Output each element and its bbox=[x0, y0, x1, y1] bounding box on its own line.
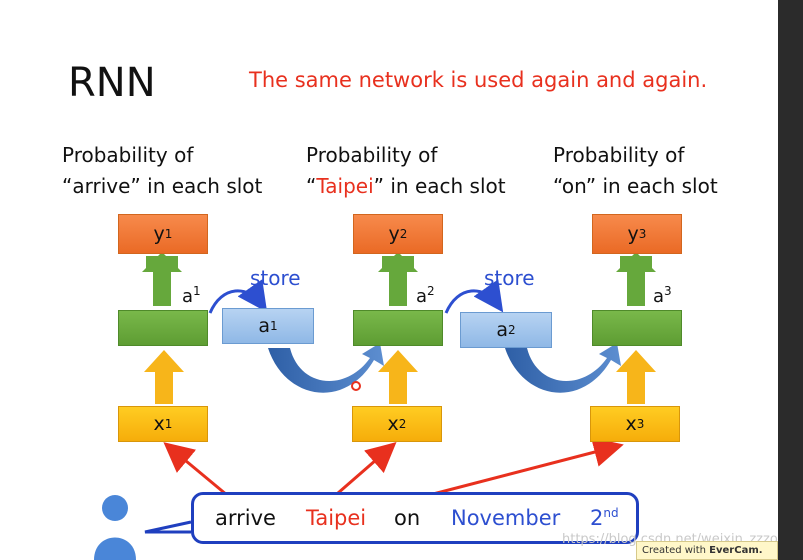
store-arrow-2 bbox=[444, 279, 504, 314]
hidden-box-1 bbox=[118, 310, 208, 346]
user-icon bbox=[94, 495, 136, 560]
diagram-arrows bbox=[94, 252, 656, 560]
sentence-bubble bbox=[191, 492, 639, 544]
activation-label-2: a2 bbox=[416, 284, 435, 307]
store-label-2: store bbox=[484, 266, 535, 290]
recurrent-arrow-1 bbox=[268, 343, 384, 393]
cursor-dot bbox=[351, 381, 361, 391]
slide-title: RNN bbox=[68, 60, 156, 106]
recurrent-arrow-2 bbox=[505, 343, 621, 393]
window-edge bbox=[778, 0, 803, 560]
word-arrive: arrive bbox=[215, 506, 276, 530]
red-arrow-taipei-x2 bbox=[329, 442, 397, 502]
store-arrow-1 bbox=[208, 279, 268, 314]
word-taipei: Taipei bbox=[306, 506, 367, 530]
store-label-1: store bbox=[250, 266, 301, 290]
prob-caption-3: Probability of “on” in each slot bbox=[553, 143, 718, 198]
red-arrow-on-x3 bbox=[409, 437, 624, 502]
activation-label-3: a3 bbox=[653, 284, 672, 307]
word-on: on bbox=[394, 506, 421, 530]
word-2nd: 2nd bbox=[590, 506, 619, 530]
up-arrow-x2-h2 bbox=[378, 350, 418, 404]
hidden-box-3 bbox=[592, 310, 682, 346]
hidden-box-2 bbox=[353, 310, 443, 346]
prob-caption-2: Probability of “Taipei” in each slot bbox=[306, 143, 506, 198]
prob-caption-1: Probability of “arrive” in each slot bbox=[62, 143, 263, 198]
red-arrow-arrive-x1 bbox=[163, 442, 234, 502]
speech-tail bbox=[144, 520, 192, 534]
activation-label-1: a1 bbox=[182, 284, 201, 307]
up-arrow-x3-h3 bbox=[616, 350, 656, 404]
slide-subtitle: The same network is used again and again… bbox=[249, 68, 708, 92]
slide: RNN The same network is used again and a… bbox=[0, 0, 778, 560]
up-arrow-x1-h1 bbox=[144, 350, 184, 404]
word-november: November bbox=[451, 506, 561, 530]
evercam-badge: Created with EverCam. bbox=[636, 541, 778, 560]
